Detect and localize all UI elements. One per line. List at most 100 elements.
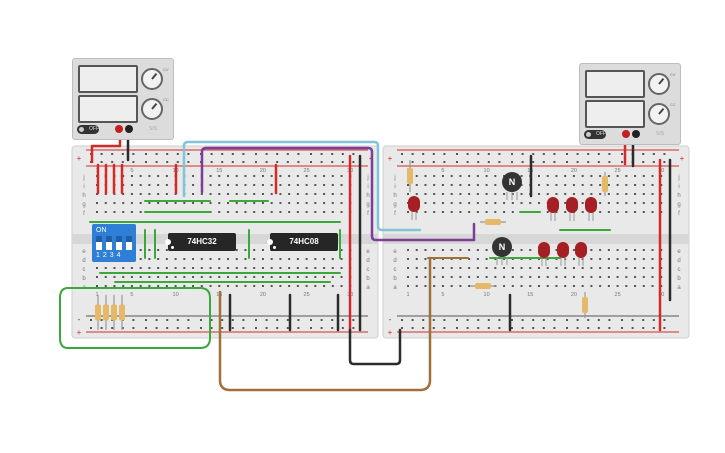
breadboard-hole[interactable] — [174, 202, 177, 204]
breadboard-hole[interactable] — [192, 202, 195, 204]
breadboard-hole[interactable] — [148, 249, 151, 251]
breadboard-hole[interactable] — [572, 184, 575, 186]
breadboard-hole[interactable] — [340, 285, 343, 287]
rail-hole[interactable] — [466, 327, 469, 329]
signal-wire-purple[interactable] — [200, 146, 476, 242]
breadboard-hole[interactable] — [450, 267, 453, 269]
breadboard-hole[interactable] — [183, 285, 186, 287]
breadboard-hole[interactable] — [227, 267, 229, 269]
breadboard-hole[interactable] — [244, 258, 247, 260]
rail-hole[interactable] — [432, 161, 435, 163]
rail-hole[interactable] — [221, 161, 224, 163]
breadboard-hole[interactable] — [331, 202, 334, 204]
rail-hole[interactable] — [663, 153, 666, 155]
rail-hole[interactable] — [155, 153, 158, 155]
breadboard-hole[interactable] — [468, 285, 471, 287]
breadboard-hole[interactable] — [270, 276, 273, 278]
rail-hole[interactable] — [111, 327, 114, 329]
ground-wire-black[interactable] — [348, 328, 402, 366]
breadboard-hole[interactable] — [244, 184, 247, 186]
breadboard-hole[interactable] — [244, 276, 247, 278]
breadboard-hole[interactable] — [415, 276, 418, 278]
rail-hole[interactable] — [477, 161, 480, 163]
breadboard-hole[interactable] — [625, 175, 628, 177]
rail-hole[interactable] — [231, 327, 234, 329]
breadboard-hole[interactable] — [209, 276, 212, 278]
breadboard-hole[interactable] — [261, 285, 264, 287]
rail-hole[interactable] — [411, 319, 414, 321]
breadboard-hole[interactable] — [424, 193, 427, 195]
rail-hole[interactable] — [310, 153, 312, 155]
breadboard-hole[interactable] — [96, 193, 98, 195]
breadboard-hole[interactable] — [616, 184, 619, 186]
rail-hole[interactable] — [111, 153, 114, 155]
breadboard-hole[interactable] — [625, 193, 628, 195]
rail-hole[interactable] — [576, 161, 579, 163]
rail-hole[interactable] — [221, 319, 224, 321]
breadboard-hole[interactable] — [450, 211, 453, 213]
rail-hole[interactable] — [145, 161, 147, 163]
breadboard-hole[interactable] — [607, 267, 610, 269]
chip-74hc32[interactable]: 74HC32 — [165, 233, 236, 251]
breadboard-hole[interactable] — [157, 267, 160, 269]
breadboard-hole[interactable] — [192, 184, 195, 186]
breadboard-hole[interactable] — [174, 258, 177, 260]
rail-hole[interactable] — [331, 153, 334, 155]
breadboard-hole[interactable] — [288, 276, 291, 278]
breadboard-hole[interactable] — [279, 258, 282, 260]
led-red[interactable] — [575, 242, 587, 258]
breadboard-hole[interactable] — [642, 202, 645, 204]
rail-hole[interactable] — [576, 153, 579, 155]
rail-hole[interactable] — [477, 319, 480, 321]
breadboard-hole[interactable] — [323, 276, 326, 278]
breadboard-hole[interactable] — [165, 249, 168, 251]
breadboard-hole[interactable] — [546, 285, 549, 287]
breadboard-hole[interactable] — [305, 285, 308, 287]
rail-hole[interactable] — [187, 319, 190, 321]
rail-hole[interactable] — [663, 161, 666, 163]
breadboard-hole[interactable] — [642, 175, 645, 177]
breadboard-hole[interactable] — [244, 285, 247, 287]
breadboard-hole[interactable] — [538, 276, 540, 278]
breadboard-hole[interactable] — [130, 193, 133, 195]
rail-hole[interactable] — [511, 161, 513, 163]
breadboard-hole[interactable] — [590, 285, 593, 287]
breadboard-hole[interactable] — [441, 285, 444, 287]
breadboard-hole[interactable] — [209, 193, 212, 195]
breadboard-hole[interactable] — [279, 175, 282, 177]
breadboard-hole[interactable] — [296, 285, 299, 287]
breadboard-hole[interactable] — [424, 249, 427, 251]
breadboard-hole[interactable] — [651, 285, 654, 287]
breadboard-hole[interactable] — [424, 211, 427, 213]
breadboard-hole[interactable] — [96, 202, 98, 204]
breadboard-hole[interactable] — [261, 249, 264, 251]
rail-hole[interactable] — [652, 319, 655, 321]
breadboard-hole[interactable] — [253, 285, 256, 287]
breadboard-hole[interactable] — [634, 193, 637, 195]
breadboard-hole[interactable] — [235, 211, 238, 213]
breadboard-hole[interactable] — [261, 276, 264, 278]
rail-hole[interactable] — [187, 153, 190, 155]
breadboard-hole[interactable] — [227, 202, 229, 204]
breadboard-hole[interactable] — [244, 267, 247, 269]
rail-hole[interactable] — [145, 319, 147, 321]
breadboard-hole[interactable] — [607, 285, 610, 287]
breadboard-hole[interactable] — [642, 285, 645, 287]
rail-hole[interactable] — [498, 153, 501, 155]
rail-hole[interactable] — [100, 327, 103, 329]
rail-hole[interactable] — [255, 153, 257, 155]
breadboard-hole[interactable] — [450, 249, 453, 251]
breadboard-hole[interactable] — [424, 276, 427, 278]
breadboard-hole[interactable] — [642, 193, 645, 195]
dip-toggle-4[interactable] — [126, 236, 132, 250]
breadboard-hole[interactable] — [139, 267, 142, 269]
rail-hole[interactable] — [401, 161, 403, 163]
breadboard-hole[interactable] — [468, 211, 471, 213]
breadboard-hole[interactable] — [503, 202, 506, 204]
breadboard-hole[interactable] — [564, 276, 567, 278]
rail-hole[interactable] — [132, 153, 135, 155]
breadboard-hole[interactable] — [660, 202, 663, 204]
rail-hole[interactable] — [443, 161, 446, 163]
breadboard-hole[interactable] — [122, 193, 125, 195]
rail-hole[interactable] — [286, 319, 289, 321]
